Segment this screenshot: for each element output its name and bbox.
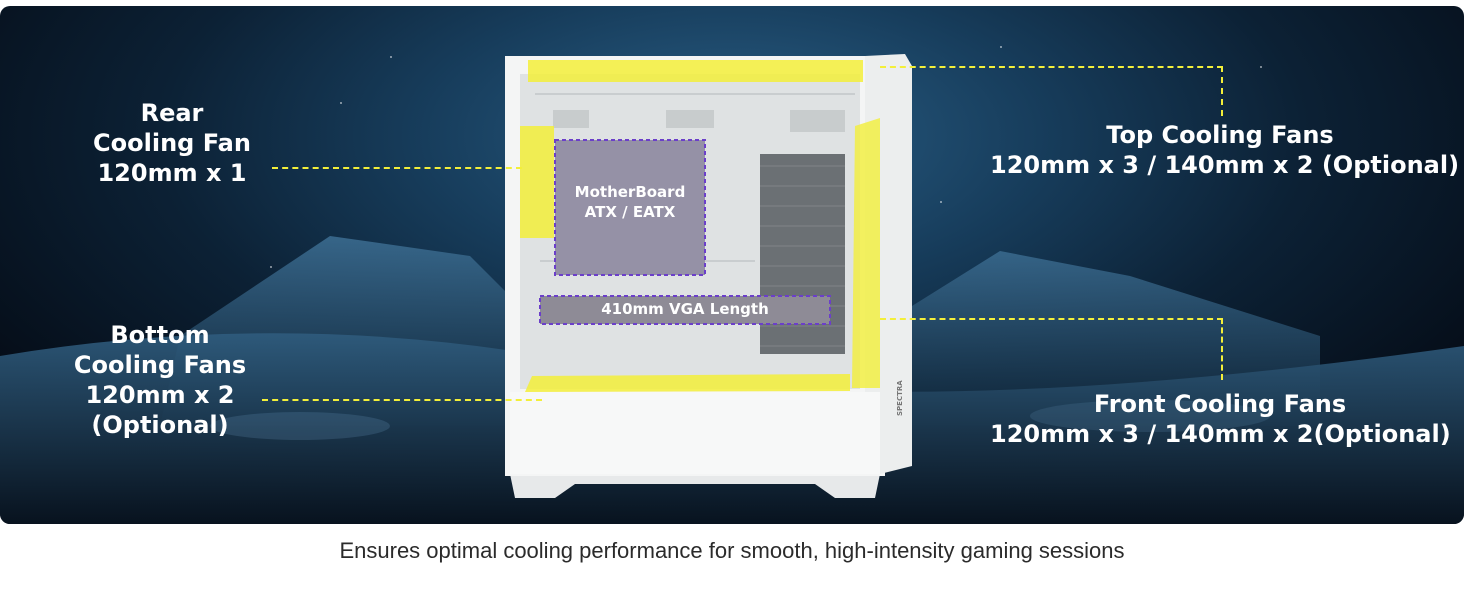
vga-length-bar <box>540 296 830 324</box>
product-banner: MotherBoard ATX / EATX 410mm VGA Length … <box>0 6 1464 524</box>
psu-shroud <box>510 392 880 474</box>
background-scene <box>0 236 1464 524</box>
case-feet <box>510 474 880 498</box>
top-fan-highlight <box>528 60 863 82</box>
bottom-fans-label: Bottom Cooling Fans 120mm x 2 (Optional) <box>73 321 247 439</box>
front-callout-line-v <box>1221 318 1223 380</box>
case-brand-label: SPECTRA <box>896 380 904 416</box>
pc-case-illustration <box>505 54 912 498</box>
front-fans-label: Front Cooling Fans 120mm x 3 / 140mm x 2… <box>990 390 1451 448</box>
motherboard-area <box>555 140 705 275</box>
front-callout-line-h <box>880 318 1223 320</box>
bottom-fan-highlight <box>525 374 850 392</box>
rear-fan-highlight <box>520 126 554 238</box>
top-callout-line-v <box>1221 66 1223 116</box>
vga-length-label: 410mm VGA Length <box>601 300 769 318</box>
front-fan-highlight <box>852 118 880 388</box>
motherboard-label: MotherBoard ATX / EATX <box>574 183 686 221</box>
caption-text: Ensures optimal cooling performance for … <box>339 538 1125 563</box>
top-callout-line-h <box>880 66 1223 68</box>
rear-fan-label: Rear Cooling Fan 120mm x 1 <box>93 99 251 187</box>
bottom-callout-line <box>262 399 542 401</box>
rear-callout-line <box>272 167 522 169</box>
top-fans-label: Top Cooling Fans 120mm x 3 / 140mm x 2 (… <box>990 121 1460 179</box>
